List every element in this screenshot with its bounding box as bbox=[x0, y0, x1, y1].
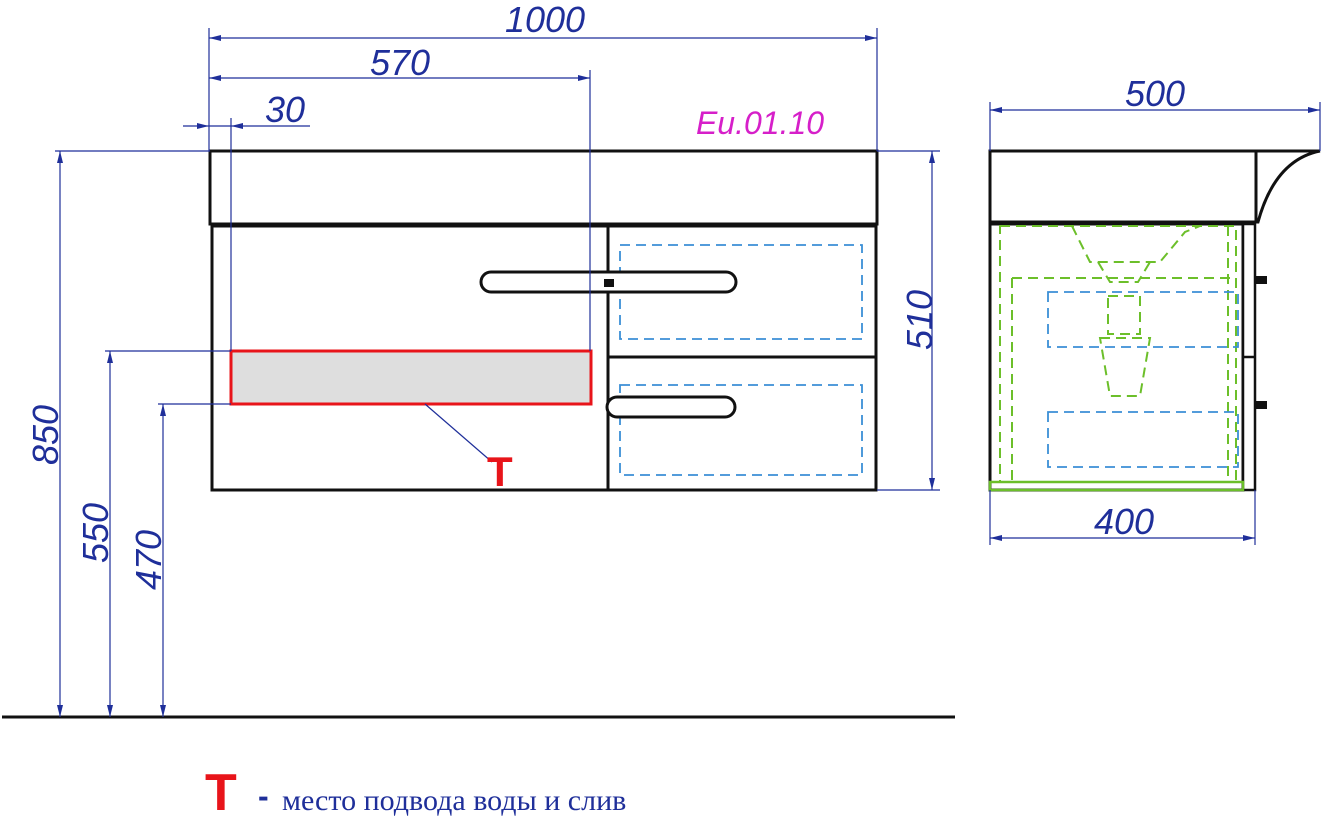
zone-marker-label: T bbox=[487, 448, 513, 495]
front-view: T 1000 570 30 Eu.01.10 510 850 bbox=[2, 0, 955, 719]
dim-height-zone-top: 550 bbox=[75, 503, 116, 563]
plumbing-zone bbox=[229, 349, 593, 406]
dim-height-total: 850 bbox=[25, 405, 66, 465]
side-countertop bbox=[988, 149, 1321, 224]
base-strip bbox=[988, 480, 1245, 492]
dim-width-total: 1000 bbox=[505, 0, 585, 40]
legend-text: место подвода воды и слив bbox=[282, 784, 626, 817]
legend-marker: T bbox=[205, 764, 237, 818]
upper-drawer-handle bbox=[604, 279, 614, 287]
side-view: 500 400 bbox=[988, 73, 1321, 545]
legend: T - место подвода воды и слив bbox=[205, 764, 626, 818]
legend-separator: - bbox=[258, 778, 269, 814]
side-cabinet-body bbox=[988, 222, 1245, 492]
lower-drawer-handle bbox=[605, 395, 737, 419]
dim-depth-body: 400 bbox=[1094, 501, 1154, 542]
dim-width-zone: 570 bbox=[370, 42, 430, 83]
lower-drawer-outline bbox=[619, 384, 863, 476]
dim-depth-top: 500 bbox=[1125, 73, 1185, 114]
side-knob-upper bbox=[1255, 276, 1267, 284]
dim-height-body: 510 bbox=[899, 290, 940, 350]
dim-height-zone-bottom: 470 bbox=[128, 530, 169, 590]
countertop bbox=[208, 149, 879, 226]
model-code: Eu.01.10 bbox=[696, 105, 824, 141]
side-knob-lower bbox=[1255, 401, 1267, 409]
plumbing-zone-leader bbox=[424, 403, 493, 463]
dim-offset-left: 30 bbox=[265, 89, 305, 130]
hidden-plumbing bbox=[988, 225, 1245, 492]
